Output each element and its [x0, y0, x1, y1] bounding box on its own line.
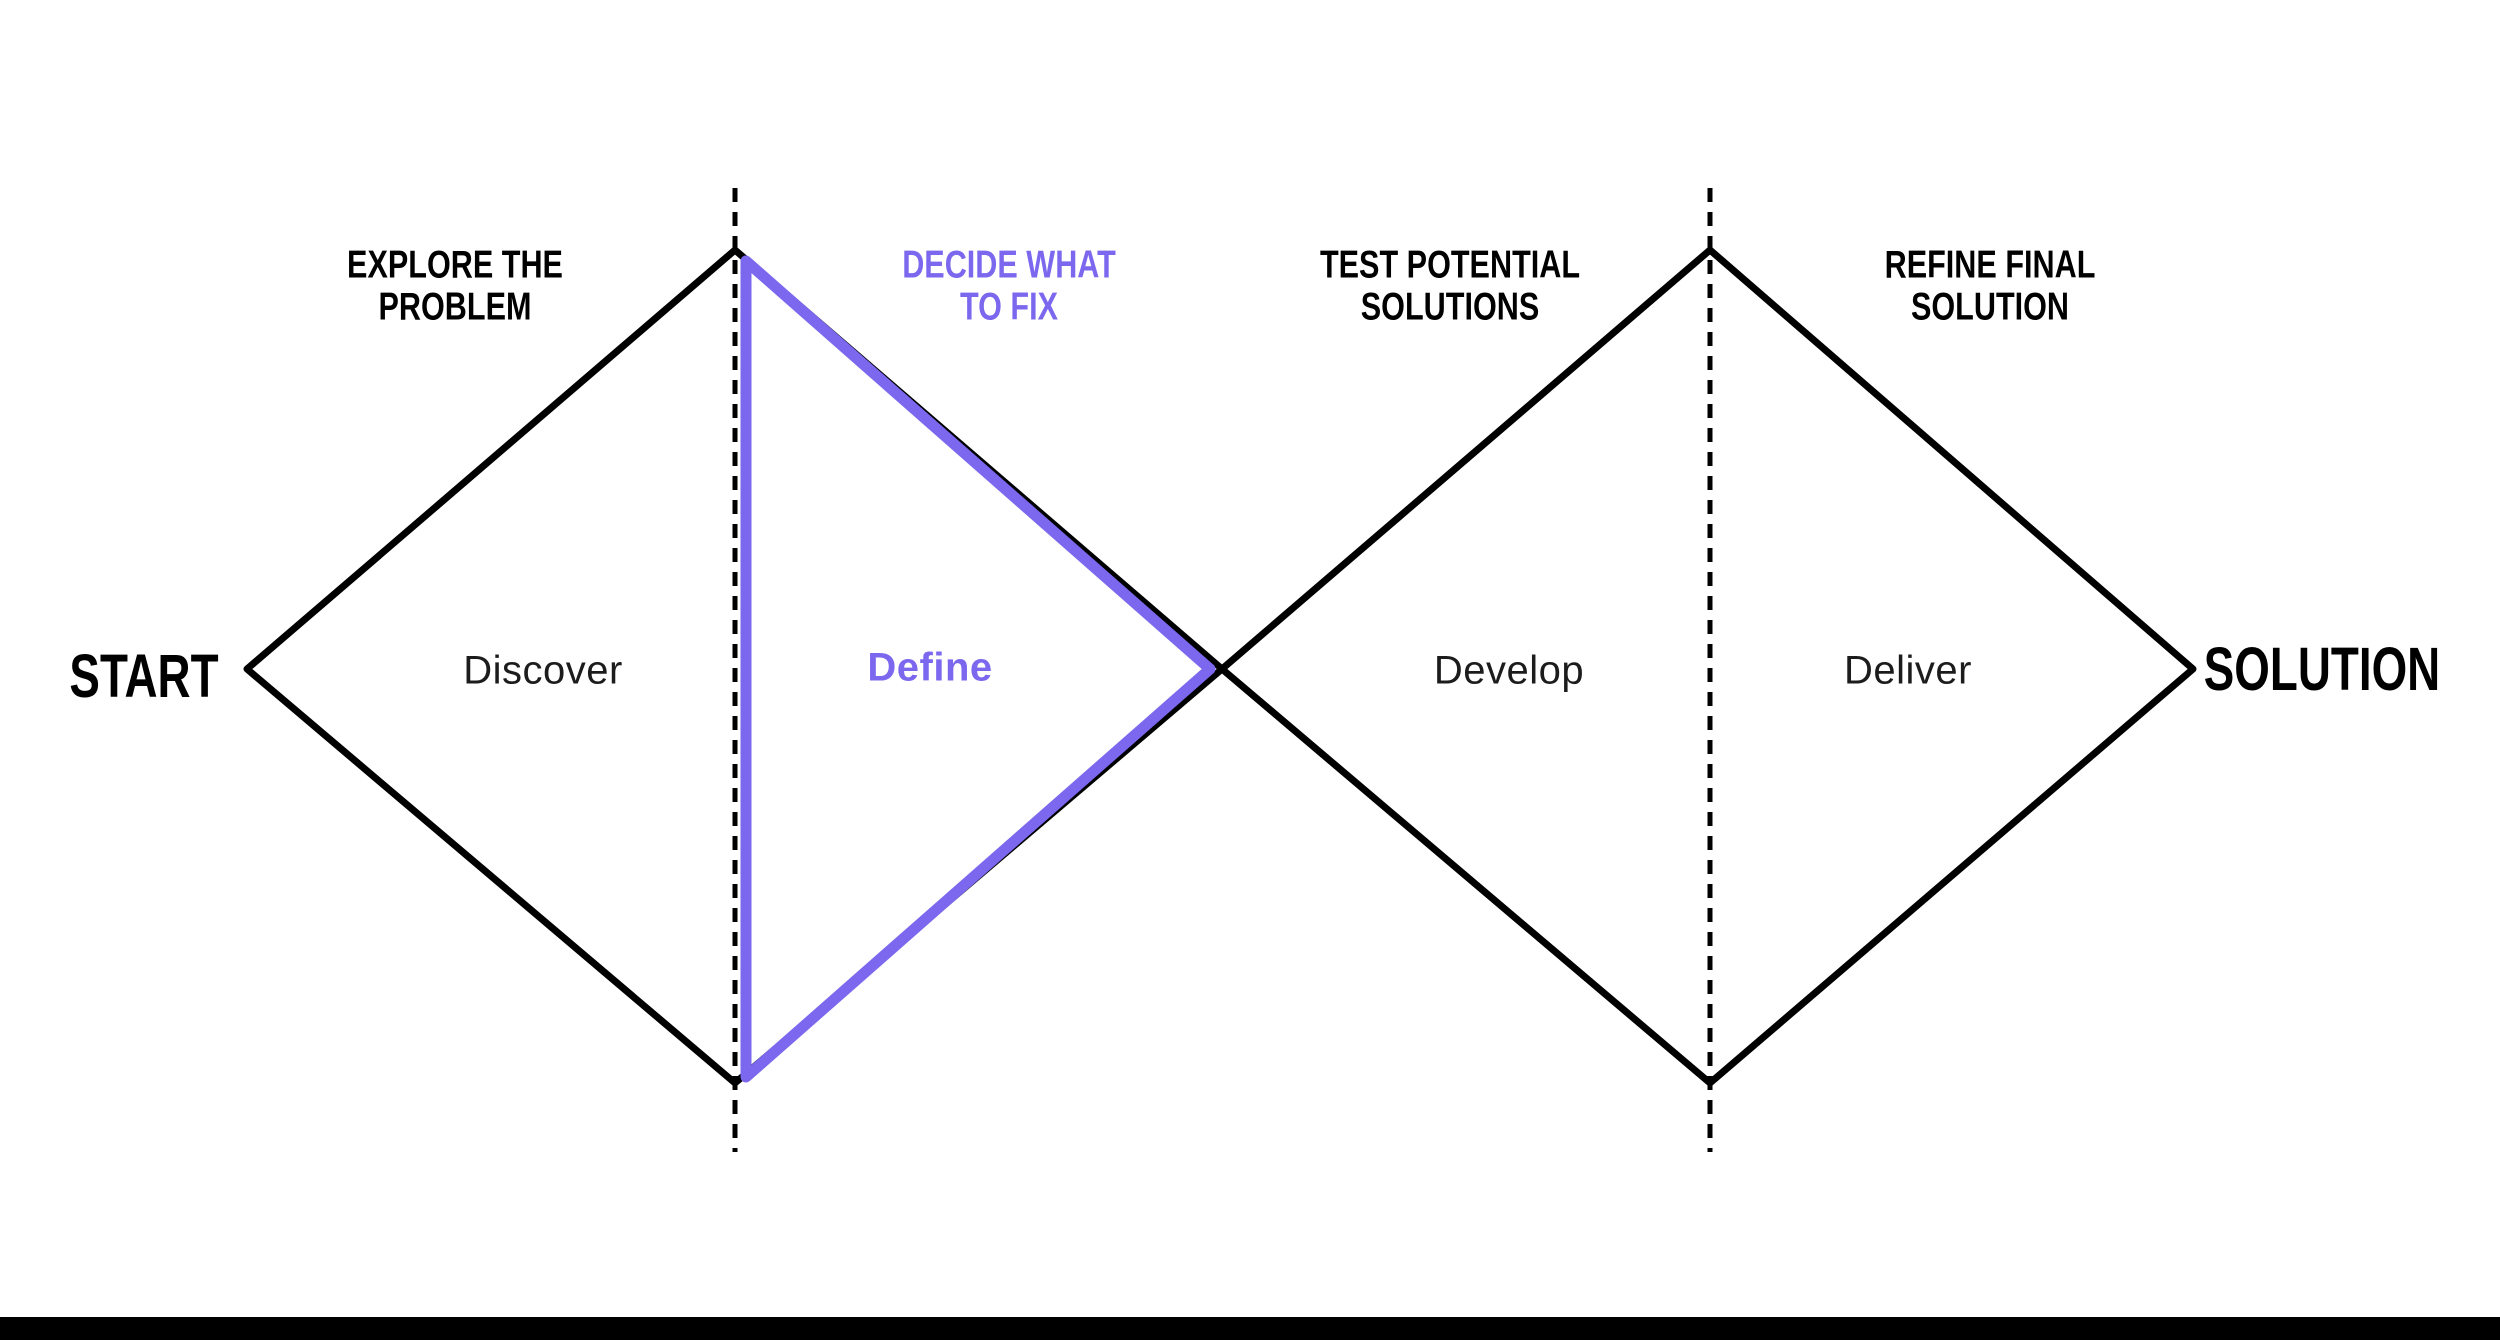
caption-decide-what-to-fix: DECIDE WHAT TO FIX — [902, 243, 1116, 330]
stage-develop: Develop — [1433, 648, 1585, 693]
caption-test-potential-solutions: TEST POTENTIAL SOLUTIONS — [1319, 243, 1581, 330]
caption-line: SOLUTION — [1910, 285, 2070, 330]
diamond2-outline — [1218, 246, 2197, 1087]
caption-refine-final-solution: REFINE FINAL SOLUTION — [1884, 243, 2096, 330]
stage-discover: Discover — [463, 648, 623, 693]
caption-explore-the-problem: EXPLORE THE PROBLEM — [347, 243, 563, 330]
caption-line: TEST POTENTIAL — [1319, 243, 1581, 287]
caption-line: TO FIX — [959, 285, 1059, 330]
caption-line: PROBLEM — [378, 285, 532, 330]
caption-line: REFINE FINAL — [1884, 243, 2096, 287]
caption-line: DECIDE WHAT — [902, 243, 1116, 287]
stage-deliver: Deliver — [1844, 648, 1972, 693]
solution-label: SOLUTION — [2203, 635, 2441, 705]
caption-line: SOLUTIONS — [1360, 285, 1540, 330]
define-highlight-triangle — [740, 255, 1216, 1083]
stage-define: Define — [867, 645, 993, 690]
bottom-letterbox-bar — [0, 1317, 2500, 1340]
caption-line: EXPLORE THE — [347, 243, 563, 287]
start-label: START — [69, 642, 219, 712]
